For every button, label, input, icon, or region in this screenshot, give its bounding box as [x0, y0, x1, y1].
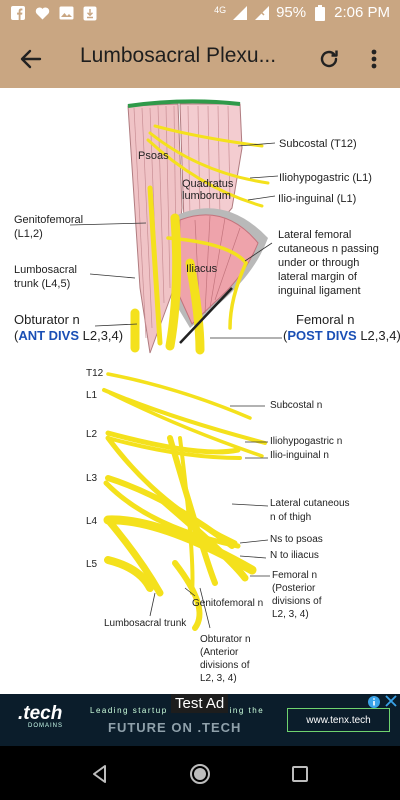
triangle-back-icon [93, 765, 106, 783]
label-femoral-n-4: L2, 3, 4) [272, 609, 309, 620]
ad-headline: FUTURE ON .TECH [108, 720, 242, 735]
label-lateral-cutaneous-2: n of thigh [270, 512, 312, 523]
signal-icon [232, 5, 248, 21]
label-iliacus: Iliacus [186, 263, 218, 275]
label-lateral-femoral-1: Lateral femoral [278, 229, 352, 241]
page-title: Lumbosacral Plexu... [80, 44, 277, 67]
label-obturator-n-3: divisions of [200, 660, 250, 671]
label-lateral-femoral-3: under or through [278, 257, 360, 269]
battery-icon [312, 4, 328, 21]
label-obturator-n-4: L2, 3, 4) [200, 673, 237, 684]
heart-icon [34, 5, 50, 21]
label-lateral-femoral-2: cutaneous n passing [278, 243, 379, 255]
nav-home-button[interactable] [189, 763, 211, 785]
level-l2: L2 [86, 429, 98, 440]
diaphragm-edge [127, 99, 241, 108]
label-psoas: Psoas [138, 150, 169, 162]
test-ad-label: Test Ad [171, 694, 229, 713]
notification-icons [10, 5, 98, 21]
clock: 2:06 PM [334, 4, 390, 21]
label-subcostal-n: Subcostal n [270, 400, 323, 411]
level-l1: L1 [86, 390, 98, 401]
label-obturator-n: Obturator n [14, 312, 80, 327]
image-icon [58, 5, 74, 21]
label-genitofemoral-1: Genitofemoral [14, 214, 84, 226]
label-femoral-n: Femoral n [296, 312, 355, 327]
label-genitofemoral-n: Genitofemoral n [192, 598, 264, 609]
label-quadratus-2: lumborum [182, 190, 231, 202]
label-femoral-n-3: divisions of [272, 596, 322, 607]
arrow-left-icon [20, 49, 42, 69]
label-ns-to-psoas: Ns to psoas [270, 534, 323, 545]
status-bar: 4G 95% 2:06 PM [0, 0, 400, 28]
more-options-button[interactable] [364, 46, 384, 72]
plexus-nerves [102, 372, 267, 631]
refresh-icon [320, 50, 338, 68]
back-button[interactable] [18, 46, 44, 72]
label-subcostal-t12: Subcostal (T12) [279, 138, 357, 150]
system-indicators: 4G 95% 2:06 PM [214, 4, 390, 21]
facebook-icon [10, 5, 26, 21]
network-type: 4G [214, 4, 227, 15]
nav-recents-button[interactable] [289, 763, 311, 785]
label-iliohypogastric-l1: Iliohypogastric (L1) [279, 172, 372, 184]
label-obturator-divisions: (ANT DIVS L2,3,4) [14, 328, 124, 343]
label-lateral-femoral-5: inguinal ligament [278, 285, 361, 297]
label-lumbosacral-2: trunk (L4,5) [14, 278, 71, 290]
label-lateral-cutaneous-1: Lateral cutaneous [270, 498, 350, 509]
ad-close-icon[interactable] [384, 694, 398, 708]
label-obturator-n-1: Obturator n [200, 634, 251, 645]
label-genitofemoral-2: (L1,2) [14, 228, 43, 240]
anatomy-illustration [69, 99, 282, 631]
no-signal-icon [254, 5, 270, 21]
label-lateral-femoral-4: lateral margin of [278, 271, 357, 283]
circle-home-icon [190, 764, 210, 784]
level-l3: L3 [86, 473, 98, 484]
level-l4: L4 [86, 516, 98, 527]
level-l5: L5 [86, 559, 98, 570]
battery-level: 95% [276, 4, 307, 21]
ad-url-button[interactable]: www.tenx.tech [287, 708, 390, 732]
download-icon [82, 5, 98, 21]
app-bar: Lumbosacral Plexu... [0, 28, 400, 88]
figure-viewer[interactable]: Subcostal (T12) Iliohypogastric (L1) Ili… [0, 88, 400, 694]
label-quadratus-1: Quadratus [182, 178, 234, 190]
label-lumbosacral-1: Lumbosacral [14, 264, 77, 276]
label-iliohypogastric-n: Iliohypogastric n [270, 436, 343, 447]
nav-back-button[interactable] [89, 763, 111, 785]
label-femoral-n-2: (Posterior [272, 583, 316, 594]
label-lumbosacral-trunk: Lumbosacral trunk [104, 618, 187, 629]
label-ilioinguinal-l1: Ilio-inguinal (L1) [278, 193, 357, 205]
square-recents-icon [292, 766, 308, 782]
more-vert-icon [371, 49, 377, 69]
system-navigation-bar [0, 746, 400, 800]
label-n-to-iliacus: N to iliacus [270, 550, 319, 561]
label-femoral-divisions: (POST DIVS L2,3,4) [283, 328, 400, 343]
ad-info-icon[interactable] [367, 695, 381, 709]
label-obturator-n-2: (Anterior [200, 647, 239, 658]
label-ilioinguinal-n: Ilio-inguinal n [270, 450, 329, 461]
refresh-button[interactable] [316, 46, 342, 72]
level-t12: T12 [86, 368, 104, 379]
label-femoral-n-1: Femoral n [272, 570, 318, 581]
